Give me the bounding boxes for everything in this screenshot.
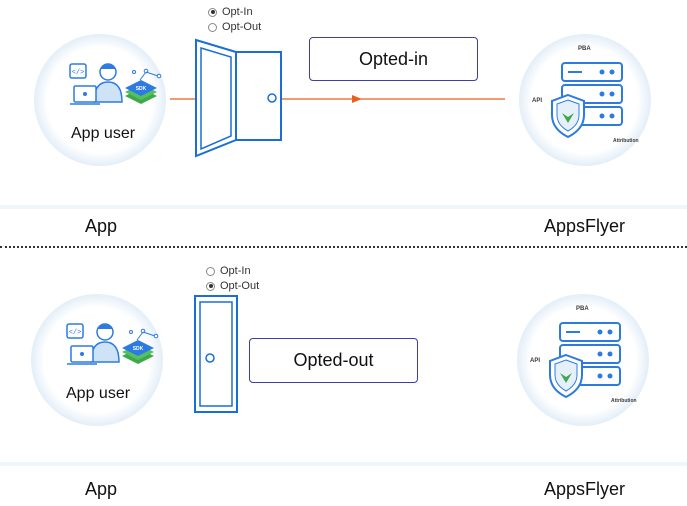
sdk-stack-icon: SDK [125,80,157,104]
svg-text:</>: </> [69,329,82,337]
opt-out-radio-label: Opt-Out [220,280,260,292]
app-user-icon: </> [69,63,123,105]
pba-label: PBA [576,306,589,312]
opted-in-scene: </> SDK [0,34,687,209]
opt-out-radio-button[interactable] [206,281,215,291]
flow-arrow-head [352,95,362,103]
network-nodes-icon [132,68,162,81]
open-door [195,38,282,158]
opted-out-scene: </> SDK [0,294,687,466]
svg-text:</>: </> [72,69,85,77]
opted-in-status-label: Opted-in [358,48,429,69]
opt-in-radio-button[interactable] [206,266,215,276]
svg-text:SDK: SDK [136,86,147,92]
network-nodes-icon [129,328,159,341]
appsflyer-label: AppsFlyer [544,479,626,499]
app-user-label: App user [66,385,131,402]
attribution-label: Attribution [613,138,639,144]
baseline-glow [0,205,687,209]
opt-in-radio-button[interactable] [208,7,217,17]
opted-out-status-label: Opted-out [293,350,374,370]
opt-out-radio-button[interactable] [208,22,217,32]
opted-in-status-box: Opted-in [309,37,478,81]
opted-in-panel: </> SDK [0,0,687,245]
opt-out-radio-label: Opt-Out [222,21,262,33]
pba-label: PBA [578,46,591,52]
app-label: App [85,479,118,499]
opt-in-radio-label: Opt-In [220,265,251,277]
api-label: API [530,358,540,364]
opted-out-panel: </> SDK [0,252,687,506]
appsflyer-label: AppsFlyer [544,216,626,236]
app-label: App [85,216,118,236]
opt-in-radio[interactable]: Opt-In [206,265,251,277]
attribution-label: Attribution [611,398,637,404]
opt-in-radio-label: Opt-In [222,6,253,18]
opted-out-status-box: Opted-out [249,338,418,383]
opt-out-radio[interactable]: Opt-Out [206,280,259,292]
opt-in-radio[interactable]: Opt-In [208,6,253,18]
shield-icon [551,93,585,139]
svg-text:SDK: SDK [133,346,144,352]
closed-door [194,295,238,413]
api-label: API [532,98,542,104]
app-user-label: App user [71,125,136,142]
baseline-glow [0,462,687,466]
app-user-icon: </> [66,323,120,365]
sdk-stack-icon: SDK [122,340,154,364]
shield-icon [549,353,583,399]
opt-out-radio[interactable]: Opt-Out [208,21,261,33]
section-divider [0,246,687,248]
